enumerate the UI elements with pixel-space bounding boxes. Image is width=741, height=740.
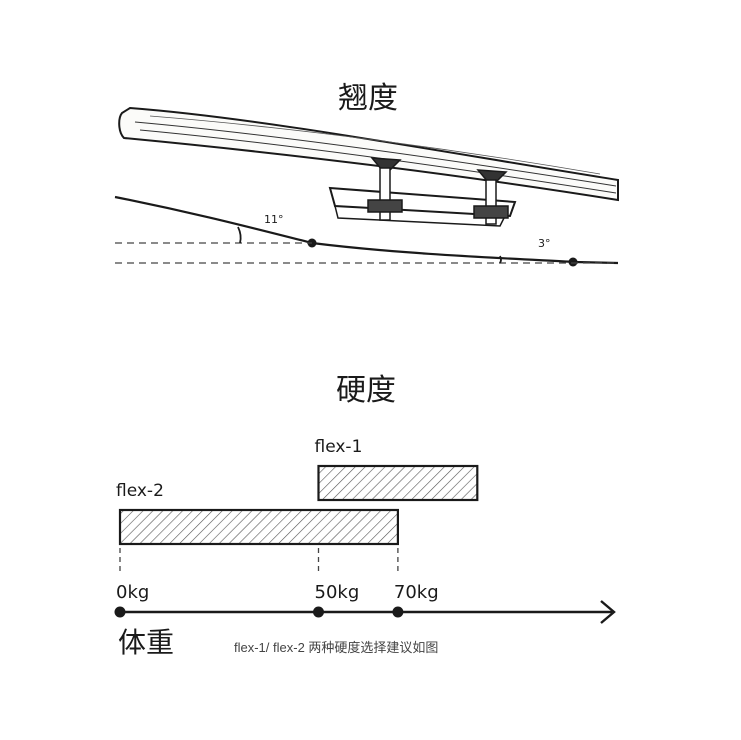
range-label-flex-1: flex-1: [315, 437, 363, 457]
contact-point-right: [568, 257, 578, 267]
bolt-left-icon: [367, 157, 403, 221]
angle-label-left: 11°: [264, 213, 284, 226]
tick-label-50: 50kg: [315, 582, 360, 603]
angle-arc-left: [237, 226, 242, 244]
tick-label-70: 70kg: [394, 582, 439, 603]
tick-dot-0: [114, 606, 126, 618]
rocker-title: 翘度: [338, 81, 398, 116]
angle-arc-right: [499, 255, 502, 264]
angle-label-right: 3°: [538, 237, 551, 250]
flex-title: 硬度: [336, 373, 396, 408]
ramp-line: [114, 195, 619, 265]
range-bar-flex-1: [317, 464, 479, 502]
tick-dot-50: [313, 606, 324, 618]
bolt-right-icon: [473, 169, 509, 225]
range-label-flex-2: flex-2: [116, 481, 164, 501]
skateboard-deck: [118, 106, 619, 202]
flex-ranges: flex-1 flex-2: [116, 437, 479, 546]
caption: flex-1/ flex-2 两种硬度选择建议如图: [234, 640, 438, 655]
range-bar-flex-2: [118, 508, 399, 546]
tick-label-0: 0kg: [116, 582, 149, 603]
weight-axis: 0kg 50kg 70kg: [114, 548, 616, 624]
axis-label: 体重: [118, 626, 174, 659]
tick-dot-70: [392, 606, 404, 618]
truck-baseplate: [328, 186, 517, 227]
axis-arrow-icon: [600, 600, 616, 624]
